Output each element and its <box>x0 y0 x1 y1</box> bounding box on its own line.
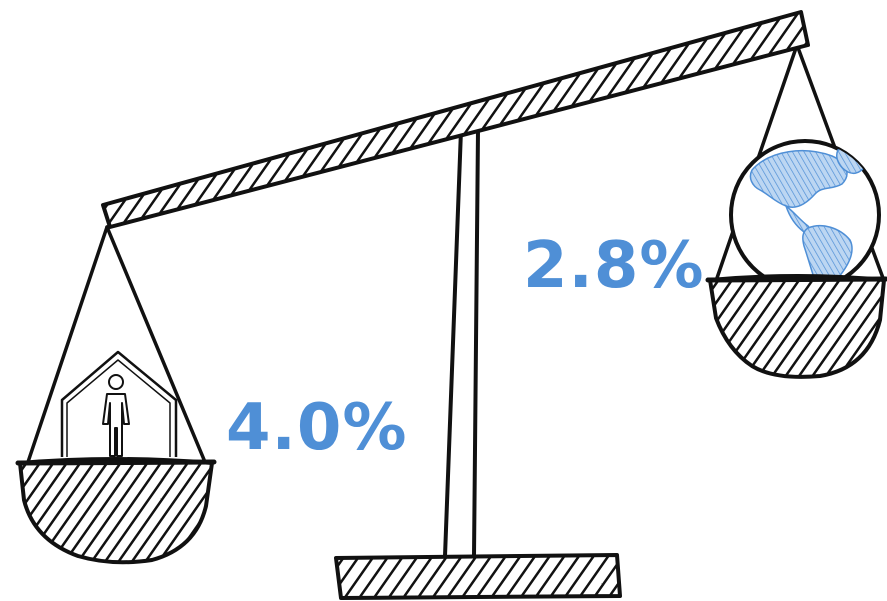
scale-base <box>336 555 620 598</box>
left-pan <box>18 459 214 562</box>
house-with-person-icon <box>62 352 176 457</box>
right-percentage-label: 2.8% <box>523 234 705 298</box>
scale-post <box>445 130 478 556</box>
scale-beam <box>103 12 808 227</box>
right-pan <box>708 276 886 377</box>
globe-icon <box>731 141 879 289</box>
left-percentage-label: 4.0% <box>226 396 408 460</box>
